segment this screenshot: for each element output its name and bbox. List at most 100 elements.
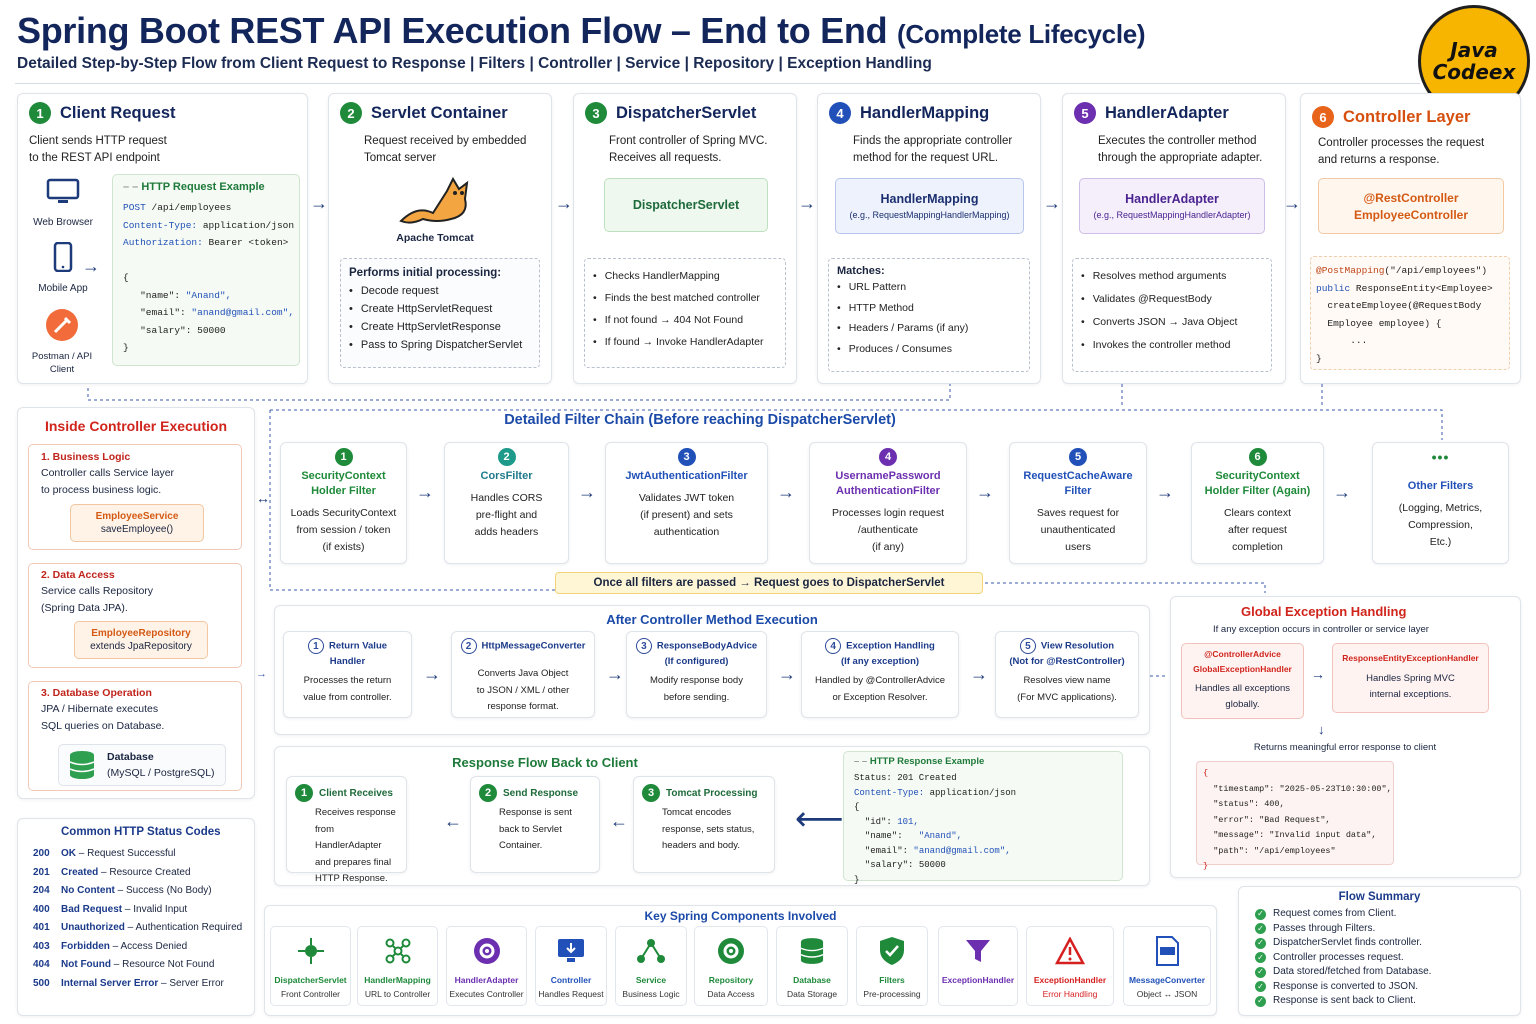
tomcat-icon	[399, 176, 469, 224]
business-logic-card: 1. Business Logic Controller calls Servi…	[28, 444, 242, 550]
filter-title: Other Filters	[1407, 480, 1474, 492]
component-name: DispatcherServlet	[274, 975, 347, 985]
http-response-example: – – HTTP Response Example Status: 201 Cr…	[843, 751, 1123, 885]
filter-number-badge: 4	[879, 448, 897, 466]
monitor-icon	[46, 178, 80, 203]
component-name: HandlerMapping	[364, 975, 431, 985]
panel-title: Global Exception Handling	[1241, 604, 1407, 619]
filter-desc: Processes login request/authenticate(if …	[831, 507, 945, 553]
summary-item: ✓Controller processes request.	[1255, 951, 1504, 966]
summary-item: ✓Response is converted to JSON.	[1255, 980, 1504, 995]
shield-icon	[879, 935, 905, 967]
adapter-list: Resolves method argumentsValidates @Requ…	[1081, 265, 1263, 357]
section-title: 1. Business Logic	[41, 451, 131, 463]
box-line1: @RestController	[1363, 190, 1459, 205]
list-item: Create HttpServletRequest	[349, 300, 531, 318]
initial-processing-box: Performs initial processing: Decode requ…	[340, 258, 540, 368]
filters-passed-note: Once all filters are passed → Request go…	[555, 572, 983, 594]
error-response-json: { "timestamp": "2025-05-23T10:30:00", "s…	[1196, 761, 1394, 871]
processing-title: Performs initial processing:	[349, 267, 502, 279]
box-line1: EmployeeRepository	[91, 628, 191, 639]
component-name: Service	[635, 975, 667, 985]
arrow-right: →	[416, 482, 434, 502]
filter-desc: (Logging, Metrics,Compression,Etc.)	[1398, 502, 1483, 548]
box-line1: EmployeeService	[95, 511, 179, 522]
arrow-right: →	[778, 664, 796, 684]
arrow-right: →	[82, 256, 100, 276]
component-card: DispatcherServlet Front Controller	[270, 926, 351, 1006]
database-icon	[69, 751, 95, 779]
arrow-right: →	[1333, 482, 1351, 502]
component-card: Controller Handles Request	[535, 926, 607, 1006]
request-code: POST /api/employees Content-Type: applic…	[123, 202, 295, 353]
arrow-right: →	[777, 482, 795, 502]
device-label: Postman / API Client	[31, 351, 93, 375]
monitor-icon	[556, 935, 586, 967]
step-number-badge: 3	[585, 102, 607, 124]
panel-title: Inside Controller Execution	[44, 418, 228, 434]
component-card: MessageConverter Object ↔ JSON	[1123, 926, 1211, 1006]
tomcat-logo: Apache Tomcat	[385, 175, 485, 244]
controller-advice-box: @ControllerAdvice GlobalExceptionHandler…	[1181, 643, 1304, 719]
controller-code: @PostMapping("/api/employees") public Re…	[1310, 256, 1510, 370]
arrow-right: →	[970, 664, 988, 684]
filter-desc: Validates JWT token(if present) and sets…	[638, 492, 735, 538]
component-desc: Pre-processing	[863, 989, 921, 999]
summary-item: ✓Passes through Filters.	[1255, 922, 1504, 937]
arrow-left-big: ⟵	[795, 800, 844, 838]
device-label: Web Browser	[33, 217, 93, 228]
check-icon: ✓	[1255, 995, 1266, 1007]
check-icon: ✓	[1255, 908, 1266, 920]
component-desc: Executes Controller	[449, 989, 524, 999]
step-number-badge: 2	[340, 102, 362, 124]
panel-title: Response Flow Back to Client	[452, 755, 638, 770]
panel-title: Flow Summary	[1338, 891, 1421, 903]
arrow-right: →	[798, 193, 816, 213]
list-item: Pass to Spring DispatcherServlet	[349, 336, 531, 354]
check-icon: ✓	[1255, 952, 1266, 964]
panel-title: Common HTTP Status Codes	[61, 826, 221, 838]
list-item: HTTP Method	[837, 298, 1021, 319]
section-desc: Service calls Repository(Spring Data JPA…	[41, 585, 154, 614]
step-number-badge: 2	[460, 638, 477, 654]
section-title: 3. Database Operation	[41, 687, 152, 699]
component-desc: Error Handling	[1042, 989, 1098, 999]
mobile-icon	[53, 241, 73, 273]
database-label: Database(MySQL / PostgreSQL)	[107, 751, 215, 779]
filter-number-badge: 3	[677, 448, 696, 466]
more-dots: •••	[1431, 449, 1450, 465]
step-number-badge: 1	[295, 784, 313, 802]
page-subtitle: Detailed Step-by-Step Flow from Client R…	[17, 55, 932, 72]
filter-number-badge: 5	[1069, 448, 1087, 466]
step-number-badge: 5	[1074, 102, 1096, 124]
share-icon	[636, 935, 666, 967]
warning-icon	[1055, 935, 1085, 967]
json-file-icon	[1154, 935, 1180, 967]
arrow-right: →	[555, 193, 573, 213]
component-name: ExceptionHandler	[941, 975, 1015, 985]
arrow-right: →	[310, 193, 328, 213]
arrow-right: →	[1156, 482, 1174, 502]
component-name: Repository	[708, 975, 754, 985]
arrow-right: →	[578, 482, 596, 502]
filter-title: JwtAuthenticationFilter	[625, 470, 748, 482]
